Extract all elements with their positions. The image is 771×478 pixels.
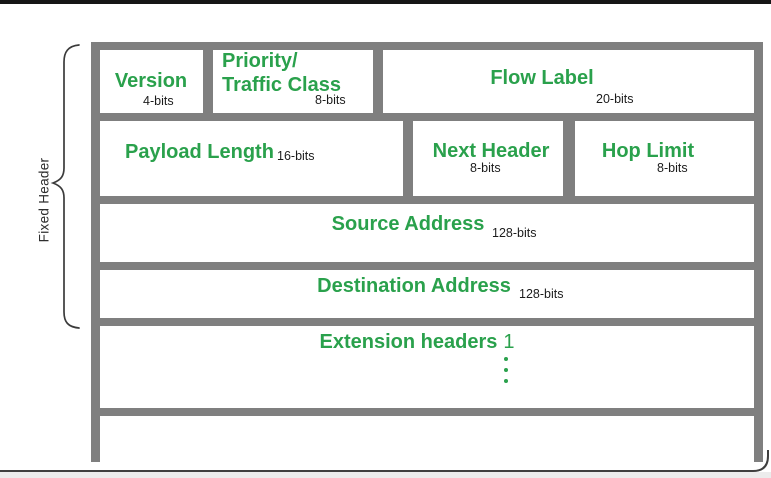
- fixed-header-side-label: Fixed Header: [36, 157, 52, 243]
- next-header-field-label: Next Header: [432, 140, 550, 162]
- frame-right-bar: [754, 42, 763, 462]
- next-header-bits-label: 8-bits: [470, 161, 501, 175]
- payload-length-bits-label: 16-bits: [277, 149, 315, 163]
- extension-headers-index: 1: [503, 331, 515, 353]
- flow-label-bits-label: 20-bits: [596, 92, 634, 106]
- extension-headers-label: Extension headers: [319, 331, 498, 353]
- frame-separator-4: [91, 318, 763, 326]
- vertical-dots-icon: [504, 368, 508, 372]
- vertical-dots-icon: [504, 379, 508, 383]
- frame-separator-5: [91, 408, 763, 416]
- divider-priority-flowlabel: [373, 50, 383, 113]
- frame-top-bar: [91, 42, 763, 50]
- divider-payload-nextheader: [403, 121, 413, 196]
- frame-left-bar: [91, 42, 100, 462]
- divider-version-priority: [203, 50, 213, 113]
- bottom-border-line: [0, 450, 769, 472]
- source-address-field-label: Source Address: [331, 213, 485, 235]
- traffic-class-label-line2: Traffic Class: [222, 74, 341, 96]
- frame-separator-3: [91, 262, 763, 270]
- bottom-margin-strip: [0, 472, 771, 478]
- source-address-bits-label: 128-bits: [492, 226, 537, 240]
- frame-separator-1: [91, 113, 763, 121]
- destination-address-field-label: Destination Address: [317, 275, 511, 297]
- traffic-class-label-line1: Priority/: [222, 50, 298, 72]
- traffic-class-field-label: Priority/ Traffic Class: [222, 49, 341, 97]
- version-field-label: Version: [114, 70, 188, 92]
- top-border-bar: [0, 0, 771, 4]
- payload-length-field-label: Payload Length: [125, 141, 274, 163]
- curly-brace-icon: [50, 44, 80, 329]
- frame-separator-2: [91, 196, 763, 204]
- version-bits-label: 4-bits: [143, 94, 174, 108]
- flow-label-field-label: Flow Label: [490, 67, 594, 89]
- traffic-class-bits-label: 8-bits: [315, 93, 346, 107]
- hop-limit-field-label: Hop Limit: [601, 140, 695, 162]
- vertical-dots-icon: [504, 357, 508, 361]
- divider-nextheader-hoplimit: [563, 121, 575, 196]
- destination-address-bits-label: 128-bits: [519, 287, 564, 301]
- hop-limit-bits-label: 8-bits: [657, 161, 688, 175]
